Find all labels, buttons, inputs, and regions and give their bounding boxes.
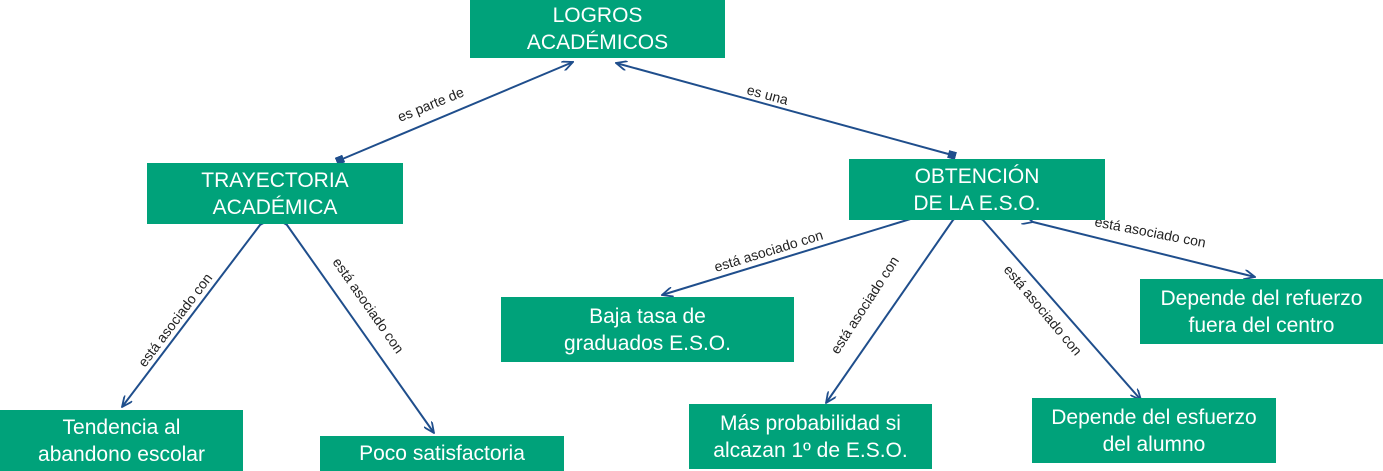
node-poco-satisfactoria: Poco satisfactoria (320, 436, 564, 471)
edge-obtencion-refuerzo (1033, 222, 1255, 277)
node-mas-probabilidad: Más probabilidad si alcazan 1º de E.S.O. (689, 404, 932, 469)
node-baja-tasa-graduados: Baja tasa de graduados E.S.O. (501, 297, 794, 362)
edge-obtencion-mas (826, 220, 953, 403)
node-logros-academicos: LOGROS ACADÉMICOS (470, 0, 725, 58)
edge-trayectoria-poco (287, 225, 434, 433)
node-obtencion-eso: OBTENCIÓN DE LA E.S.O. (849, 159, 1105, 220)
edge-logros-trayectoria (340, 62, 573, 160)
edge-label-tray-tendencia: está asociado con (135, 270, 216, 370)
edge-logros-obtencion (616, 63, 952, 155)
edge-label-es-parte-de: es parte de (395, 84, 466, 125)
edge-label-obt-mas: está asociado con (827, 253, 902, 356)
node-depende-refuerzo: Depende del refuerzo fuera del centro (1140, 279, 1383, 344)
node-trayectoria-academica: TRAYECTORIA ACADÉMICA (147, 163, 403, 224)
edge-label-obt-esfuerzo: está asociado con (1001, 262, 1086, 359)
node-depende-esfuerzo: Depende del esfuerzo del alumno (1032, 398, 1276, 463)
edge-trayectoria-tendencia (122, 225, 260, 407)
edge-label-obt-refuerzo: está asociado con (1093, 213, 1207, 250)
edge-obtencion-esfuerzo (983, 220, 1141, 400)
node-tendencia-abandono: Tendencia al abandono escolar (0, 410, 243, 471)
